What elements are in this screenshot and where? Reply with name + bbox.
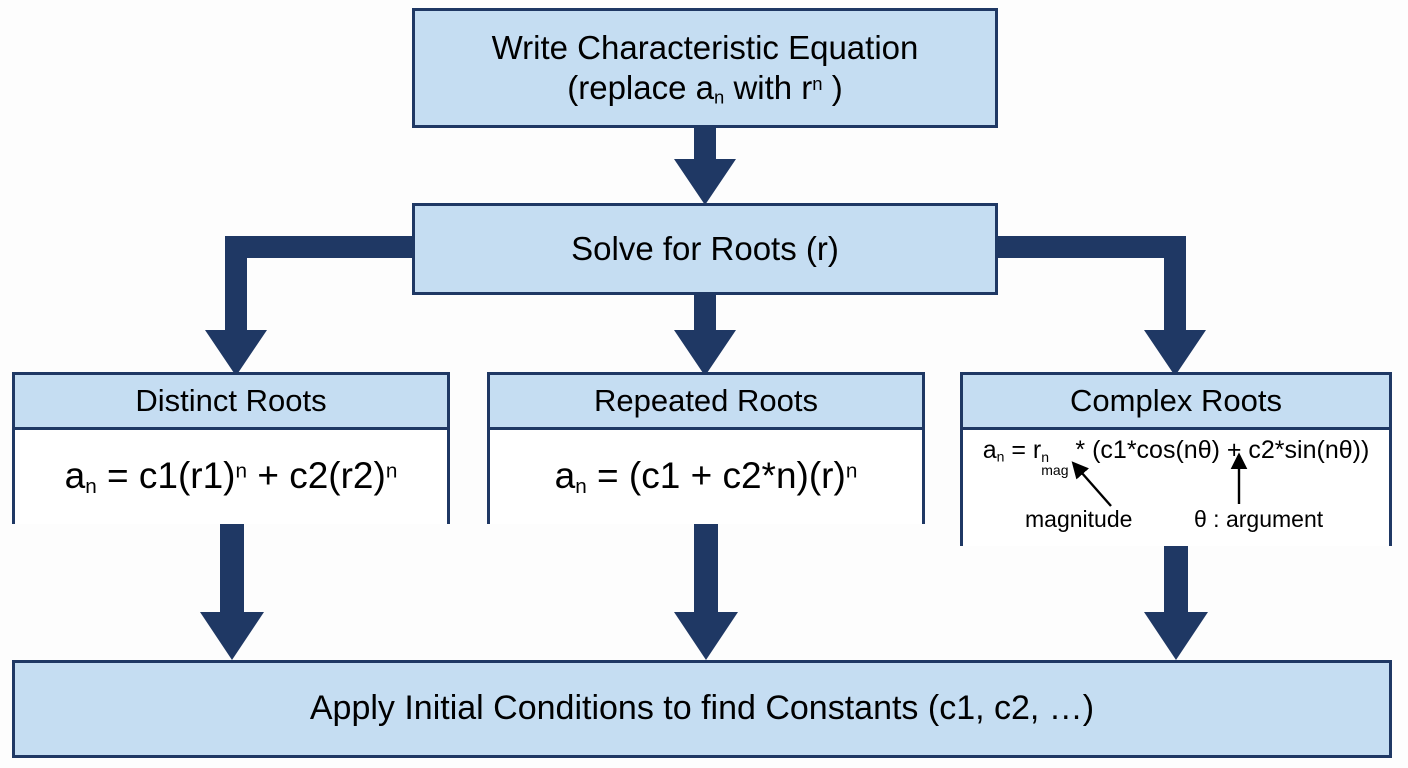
distinct-roots-formula: an = c1(r1)n + c2(r2)n — [65, 455, 398, 499]
complex-formula-stack-sup: n — [1041, 449, 1050, 466]
apply-label: Apply Initial Conditions to find Constan… — [309, 689, 1095, 728]
edge-complex-to-apply-stem — [1164, 546, 1188, 616]
edge-characteristic-to-solve-stem — [694, 128, 716, 160]
characteristic-line2-pre: (replace a — [567, 68, 714, 106]
node-solve-for-roots[interactable]: Solve for Roots (r) — [412, 203, 998, 295]
solve-label: Solve for Roots (r) — [571, 230, 839, 268]
node-distinct-roots[interactable]: Distinct Roots an = c1(r1)n + c2(r2)n — [12, 372, 450, 524]
node-repeated-roots[interactable]: Repeated Roots an = (c1 + c2*n)(r)n — [487, 372, 925, 524]
distinct-roots-header: Distinct Roots — [15, 375, 447, 430]
distinct-formula-mid: + c2(r2) — [247, 455, 386, 496]
edge-repeated-to-apply-head — [674, 612, 738, 660]
edge-distinct-to-apply-head — [200, 612, 264, 660]
repeated-formula-a: a — [554, 455, 576, 496]
characteristic-line2-sub: n — [714, 86, 725, 108]
edge-solve-to-distinct-horizontal — [225, 236, 415, 258]
edge-distinct-to-apply-stem — [220, 524, 244, 616]
edge-characteristic-to-solve-head — [674, 159, 736, 205]
repeated-roots-formula: an = (c1 + c2*n)(r)n — [555, 455, 858, 499]
distinct-roots-body: an = c1(r1)n + c2(r2)n — [15, 430, 447, 524]
edge-solve-to-complex-head — [1144, 330, 1206, 376]
distinct-formula-sup1: n — [235, 459, 248, 483]
distinct-formula-a: a — [64, 455, 86, 496]
characteristic-line2-sup: n — [812, 72, 823, 94]
distinct-formula-sub: n — [85, 475, 97, 499]
complex-formula-stack-sub: mag — [1041, 462, 1069, 479]
repeated-formula-sup: n — [845, 459, 858, 483]
edge-solve-to-complex-horizontal — [995, 236, 1186, 258]
magnitude-pointer-arrow-icon — [1071, 461, 1112, 507]
node-apply-initial-conditions[interactable]: Apply Initial Conditions to find Constan… — [12, 660, 1392, 758]
annotation-argument: θ : argument — [1194, 506, 1324, 532]
characteristic-line2-post: ) — [822, 68, 843, 106]
complex-formula-rest: * (c1*cos(nθ) + c2*sin(nθ)) — [1068, 436, 1370, 464]
edge-solve-to-repeated-head — [674, 330, 736, 376]
characteristic-line-2: (replace an with rn ) — [567, 69, 843, 108]
complex-formula-eq: = r — [1004, 436, 1042, 464]
characteristic-line2-mid: with r — [724, 68, 813, 106]
complex-roots-header: Complex Roots — [963, 375, 1389, 430]
repeated-formula-sub: n — [575, 475, 587, 499]
edge-complex-to-apply-head — [1144, 612, 1208, 660]
repeated-roots-header: Repeated Roots — [490, 375, 922, 430]
distinct-formula-sup2: n — [385, 459, 398, 483]
edge-repeated-to-apply-stem — [694, 524, 718, 616]
complex-formula-sub: n — [996, 448, 1005, 465]
annotation-magnitude: magnitude — [1025, 506, 1133, 532]
characteristic-line-1: Write Characteristic Equation — [491, 28, 919, 66]
edge-solve-to-distinct-stem — [225, 236, 247, 336]
edge-solve-to-repeated-stem — [694, 295, 716, 335]
argument-pointer-arrow-icon — [1230, 452, 1248, 504]
distinct-formula-rest: = c1(r1) — [96, 455, 236, 496]
node-write-characteristic-equation[interactable]: Write Characteristic Equation (replace a… — [412, 8, 998, 128]
edge-solve-to-complex-stem — [1164, 236, 1186, 336]
complex-formula-a: a — [982, 436, 997, 464]
edge-solve-to-distinct-head — [205, 330, 267, 376]
repeated-formula-rest: = (c1 + c2*n)(r) — [586, 455, 846, 496]
repeated-roots-body: an = (c1 + c2*n)(r)n — [490, 430, 922, 524]
